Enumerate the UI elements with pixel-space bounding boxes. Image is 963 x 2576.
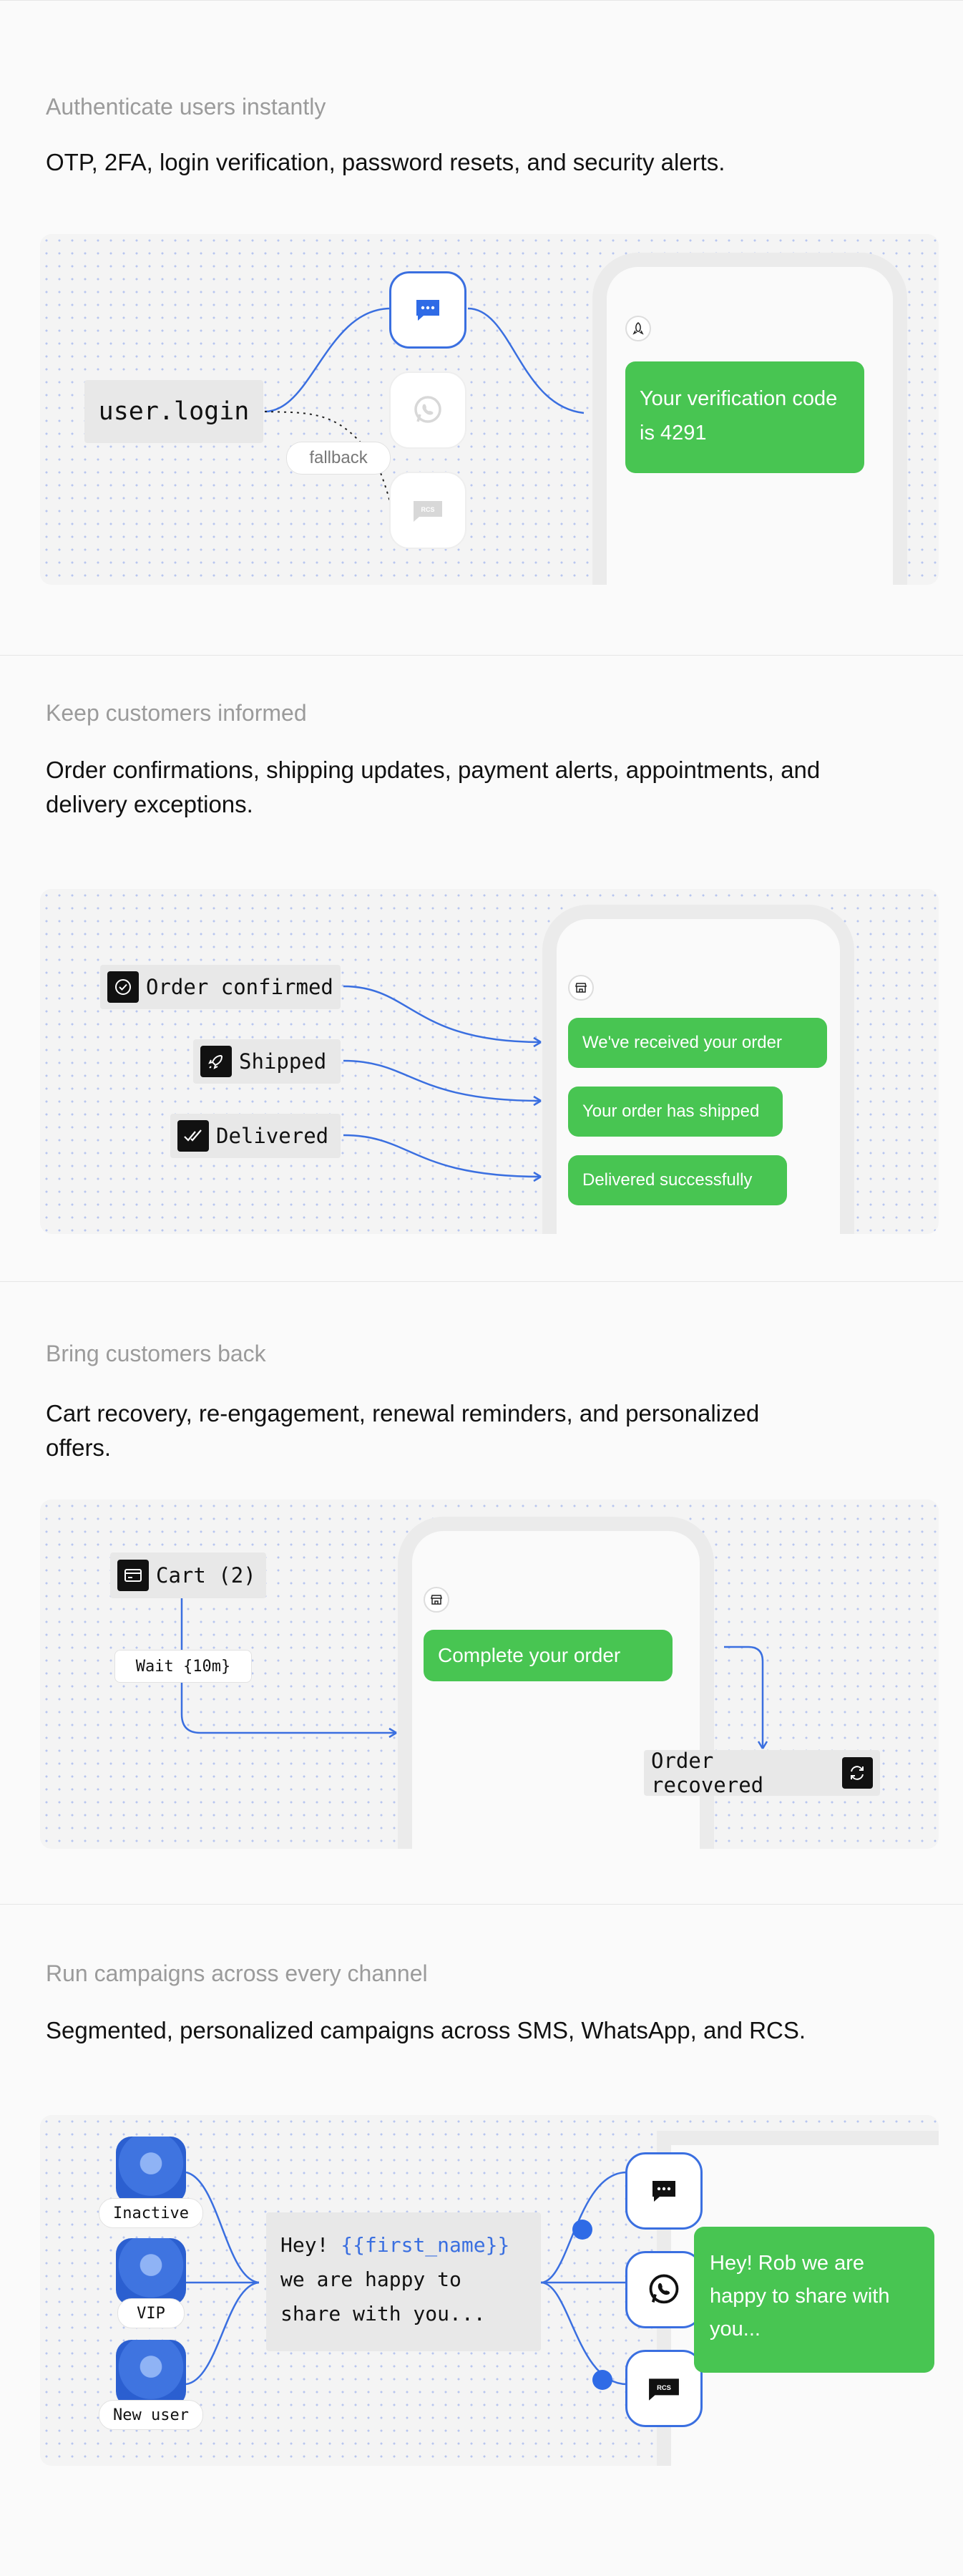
- rcs-icon: RCS: [649, 2378, 679, 2401]
- section-authenticate: Authenticate users instantly OTP, 2FA, l…: [0, 0, 963, 656]
- campaign-flow-wires: [185, 2171, 705, 2390]
- rocket-icon: [200, 1046, 232, 1077]
- fallback-label: fallback: [309, 448, 368, 467]
- message-order-shipped: Your order has shipped: [568, 1087, 783, 1137]
- segment-label: New user: [113, 2406, 189, 2424]
- channel-rcs[interactable]: RCS: [625, 2350, 703, 2427]
- template-variable: {{first_name}}: [341, 2233, 510, 2257]
- wait-delay-badge: Wait {10m}: [114, 1650, 252, 1683]
- cart-recovery-illustration: Cart (2) Wait {10m} Complete your order …: [40, 1500, 939, 1849]
- section-inform: Keep customers informed Order confirmati…: [0, 655, 963, 1282]
- message-template: Hey! {{first_name}} we are happy to shar…: [266, 2212, 541, 2351]
- segment-inactive[interactable]: Inactive: [99, 2198, 203, 2228]
- message-text: We've received your order: [582, 1033, 782, 1052]
- segment-label: VIP: [137, 2304, 165, 2323]
- section-title: Bring customers back: [46, 1341, 266, 1366]
- segment-label: Inactive: [113, 2204, 189, 2222]
- section-title: Keep customers informed: [46, 700, 307, 726]
- app-icon: [625, 316, 651, 341]
- template-line-2: we are happy to: [280, 2268, 461, 2291]
- section-title: Run campaigns across every channel: [46, 1960, 428, 1986]
- section-bring-back: Bring customers back Cart recovery, re-e…: [0, 1281, 963, 1905]
- rcs-icon: RCS: [414, 501, 442, 522]
- event-order-confirmed: Order confirmed: [100, 965, 341, 1009]
- segment-vip[interactable]: VIP: [117, 2298, 185, 2328]
- store-icon: [568, 975, 594, 1001]
- cart-flow-wires: [180, 1575, 768, 1749]
- message-text: Hey! Rob we are happy to share with you.…: [710, 2252, 890, 2341]
- message-complete-order: Complete your order: [424, 1630, 673, 1681]
- refresh-icon: [841, 1757, 873, 1789]
- message-delivered: Delivered successfully: [568, 1155, 787, 1205]
- double-check-icon: [177, 1120, 209, 1152]
- phone-mockup: Your verification code is 4291: [592, 253, 907, 585]
- auth-flow-illustration: user.login fallback: [40, 234, 939, 585]
- event-label: Delivered: [216, 1124, 329, 1148]
- wait-label: Wait {10m}: [135, 1657, 231, 1676]
- message-order-received: We've received your order: [568, 1018, 827, 1068]
- event-label: Order confirmed: [146, 975, 333, 999]
- channel-sms[interactable]: [389, 271, 466, 349]
- channel-whatsapp[interactable]: [625, 2251, 703, 2328]
- verification-message: Your verification code is 4291: [625, 361, 864, 473]
- segment-avatar-vip: [116, 2238, 186, 2305]
- section-description: Cart recovery, re-engagement, renewal re…: [46, 1400, 760, 1461]
- cart-event: Cart (2): [110, 1552, 266, 1598]
- credit-card-icon: [117, 1560, 149, 1591]
- campaign-illustration: Inactive VIP New user Hey! {{first_name}…: [40, 2115, 939, 2466]
- segment-new-user[interactable]: New user: [99, 2400, 203, 2430]
- store-icon: [424, 1587, 449, 1613]
- sms-icon: [416, 300, 439, 321]
- section-campaigns: Run campaigns across every channel Segme…: [0, 1904, 963, 2576]
- event-shipped: Shipped: [193, 1039, 341, 1084]
- campaign-message: Hey! Rob we are happy to share with you.…: [694, 2227, 934, 2373]
- whatsapp-icon: [649, 2274, 679, 2304]
- sms-icon: [652, 2181, 675, 2202]
- svg-text:RCS: RCS: [421, 506, 434, 513]
- phone-mockup: We've received your order Your order has…: [542, 905, 854, 1234]
- section-description: OTP, 2FA, login verification, password r…: [46, 149, 725, 175]
- channel-sms[interactable]: [625, 2152, 703, 2230]
- message-text: Delivered successfully: [582, 1170, 753, 1190]
- message-text: Your order has shipped: [582, 1102, 760, 1121]
- template-line-3: share with you...: [280, 2302, 486, 2325]
- whatsapp-icon: [414, 396, 441, 423]
- rcs-label: RCS: [657, 2383, 671, 2391]
- cart-label: Cart (2): [156, 1563, 256, 1588]
- event-delivered: Delivered: [170, 1114, 341, 1158]
- fallback-badge: fallback: [286, 442, 391, 475]
- message-text: Your verification code is 4291: [640, 387, 838, 444]
- section-description: Order confirmations, shipping updates, p…: [46, 757, 821, 817]
- order-flow-wires: [343, 985, 542, 1182]
- channel-rcs[interactable]: RCS: [389, 472, 466, 549]
- check-circle-icon: [107, 971, 139, 1003]
- channel-whatsapp[interactable]: [389, 371, 466, 449]
- order-flow-illustration: Order confirmed Shipped Delivered W: [40, 889, 939, 1234]
- auth-flow-wires: [264, 307, 585, 523]
- event-label: user.login: [98, 397, 250, 426]
- segment-avatar-inactive: [116, 2137, 186, 2204]
- event-user-login: user.login: [84, 380, 263, 443]
- result-label: Order recovered: [651, 1749, 764, 1797]
- event-label: Shipped: [239, 1049, 327, 1074]
- order-recovered-result: Order recovered: [644, 1749, 880, 1797]
- section-description: Segmented, personalized campaigns across…: [46, 2017, 806, 2043]
- section-title: Authenticate users instantly: [46, 94, 326, 120]
- message-text: Complete your order: [438, 1644, 621, 1666]
- segment-avatar-new-user: [116, 2340, 186, 2407]
- template-line-1: Hey! {{first_name}}: [280, 2233, 510, 2257]
- phone-mockup: Complete your order: [398, 1517, 714, 1849]
